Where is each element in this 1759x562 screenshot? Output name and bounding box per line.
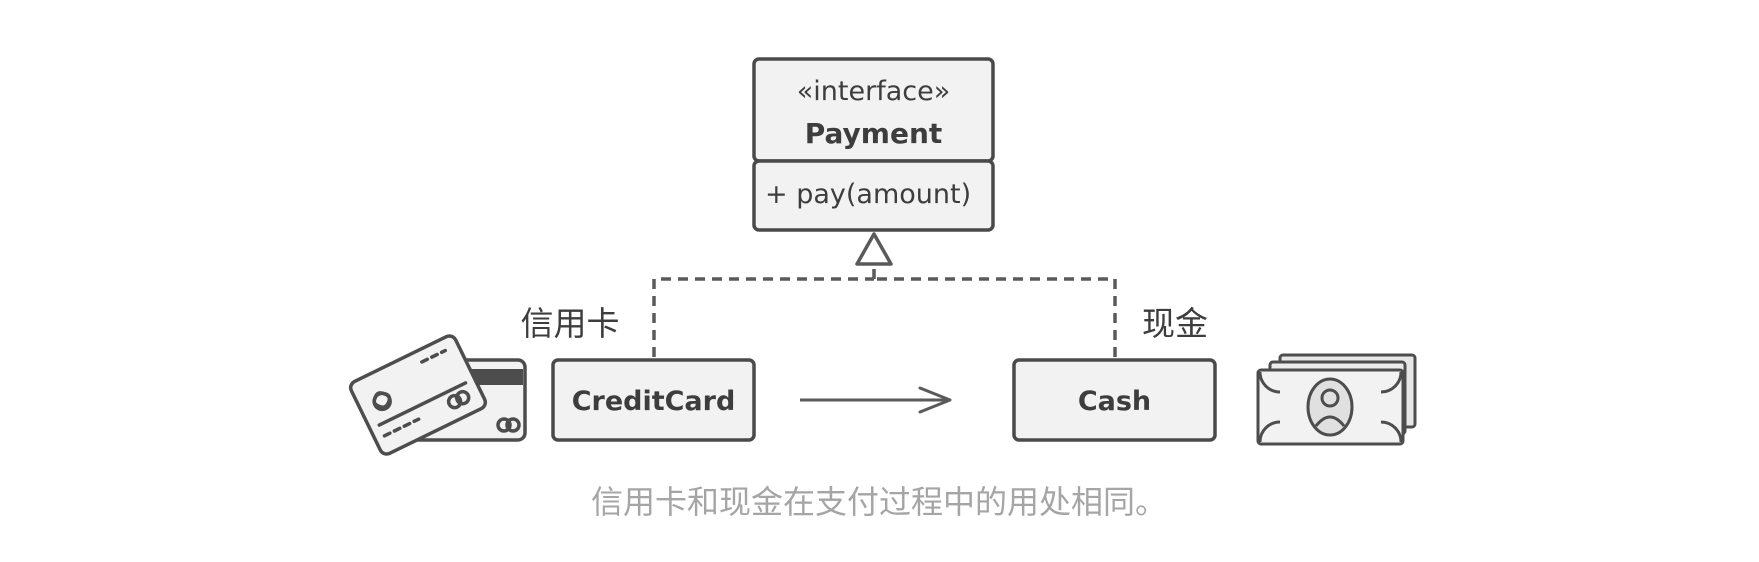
creditcard-box-rect [551, 358, 756, 442]
payment-method-compartment [752, 159, 995, 232]
realization-arrowhead [855, 232, 893, 266]
cash-name: Cash [1078, 386, 1151, 417]
payment-stereotype: «interface» [797, 76, 950, 107]
payment-method: + pay(amount) [765, 179, 971, 210]
credit-card-label: 信用卡 [521, 304, 620, 343]
diagram-caption: 信用卡和现金在支付过程中的用处相同。 [591, 483, 1167, 521]
interchange-arrow [800, 386, 952, 414]
creditcard-name: CreditCard [572, 386, 736, 417]
payment-interface-box[interactable]: «interface» Payment + pay(amount) [752, 57, 995, 232]
cash-label: 现金 [1142, 304, 1208, 343]
credit-cards-icon [348, 334, 527, 456]
realization-line-cash [874, 277, 1117, 357]
realization-connectors [652, 232, 1117, 357]
cash-class-box[interactable]: Cash [1012, 358, 1217, 442]
cash-box-rect [1012, 358, 1217, 442]
creditcard-class-box[interactable]: CreditCard [551, 358, 756, 442]
banknotes-icon [1256, 353, 1417, 446]
realization-line-creditcard [652, 277, 874, 357]
payment-name: Payment [805, 117, 943, 150]
